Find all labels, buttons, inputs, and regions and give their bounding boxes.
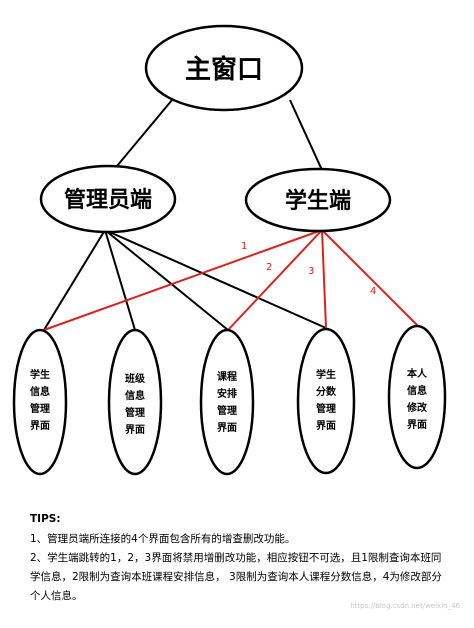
edge-admin-leaf-3 <box>104 229 229 331</box>
leaf-node-3-line-2: 安排 <box>217 387 237 400</box>
leaf-node-5-line-1: 本人 <box>407 367 428 380</box>
hierarchy-diagram: 1 2 3 4 主窗口 管理员端 学生端 学生 信息 管理 界面 班级 信息 管… <box>12 24 447 476</box>
admin-node <box>39 164 177 234</box>
leaf-node-1-line-3: 管理 <box>30 402 50 415</box>
leaf-node-4-shape <box>296 327 356 475</box>
tips-section: TIPS: 1、管理员端所连接的4个界面包含所有的增查删改功能。 2、学生端跳转… <box>30 510 450 606</box>
edge-label-2: 2 <box>266 262 272 273</box>
edge-student-leaf-4 <box>321 229 327 329</box>
leaf-node-5-line-2: 信息 <box>407 384 427 397</box>
edge-admin-leaf-2 <box>104 229 136 331</box>
edge-student-leaf-3 <box>227 229 323 331</box>
leaf-node-2-line-2: 信息 <box>125 389 145 402</box>
tip-line-1: 1、管理员端所连接的4个界面包含所有的增查删改功能。 <box>30 533 296 545</box>
edge-root-admin <box>111 99 173 173</box>
leaf-node-1-shape <box>12 328 68 476</box>
leaf-node-class-info: 班级 信息 管理 界面 <box>107 328 163 476</box>
student-node <box>244 167 392 233</box>
admin-node-label: 管理员端 <box>64 187 152 213</box>
leaf-node-2-line-3: 管理 <box>125 406 145 419</box>
leaf-node-4-line-4: 界面 <box>316 420 336 432</box>
leaf-node-2-line-4: 界面 <box>125 424 145 436</box>
leaf-node-2-shape <box>107 328 163 476</box>
leaf-node-5-line-3: 修改 <box>406 401 428 414</box>
root-node <box>144 24 304 112</box>
tip-line-2: 2、学生端跳转的1，2，3界面将禁用增删改功能，相应按钮不可选，且1限制查询本班… <box>30 552 442 602</box>
leaf-node-4-line-2: 分数 <box>316 385 337 398</box>
tips-title: TIPS: <box>30 513 61 525</box>
leaf-node-1-line-1: 学生 <box>30 368 50 381</box>
edge-student-leaf-1 <box>43 229 323 331</box>
leaf-node-5-line-4: 界面 <box>407 419 427 431</box>
leaf-node-personal-info: 本人 信息 修改 界面 <box>387 324 447 470</box>
leaf-node-5-shape <box>387 324 447 470</box>
edge-label-4: 4 <box>370 286 376 297</box>
edge-admin-leaf-4 <box>104 229 327 329</box>
leaf-node-student-scores: 学生 分数 管理 界面 <box>296 327 356 475</box>
edge-root-student <box>289 99 323 171</box>
edge-student-leaf-5 <box>321 229 419 327</box>
leaf-node-1-line-2: 信息 <box>30 385 50 398</box>
leaf-node-4-line-3: 管理 <box>316 402 336 415</box>
root-node-label: 主窗口 <box>185 54 263 85</box>
leaf-node-1-line-4: 界面 <box>30 420 50 432</box>
leaf-node-3-line-4: 界面 <box>217 422 237 434</box>
edge-label-3: 3 <box>308 266 314 277</box>
watermark: https://blog.csdn.net/weixin_46 <box>350 602 460 610</box>
leaf-node-3-line-1: 课程 <box>217 370 237 383</box>
leaf-node-course-schedule: 课程 安排 管理 界面 <box>199 328 255 476</box>
leaf-node-2-line-1: 班级 <box>125 372 146 385</box>
edge-admin-leaf-1 <box>43 229 106 331</box>
leaf-node-student-info: 学生 信息 管理 界面 <box>12 328 68 476</box>
leaf-node-4-line-1: 学生 <box>316 368 336 381</box>
leaf-node-3-line-3: 管理 <box>217 404 237 417</box>
leaf-node-3-shape <box>199 328 255 476</box>
edge-label-1: 1 <box>241 241 247 252</box>
student-node-label: 学生端 <box>285 188 351 214</box>
